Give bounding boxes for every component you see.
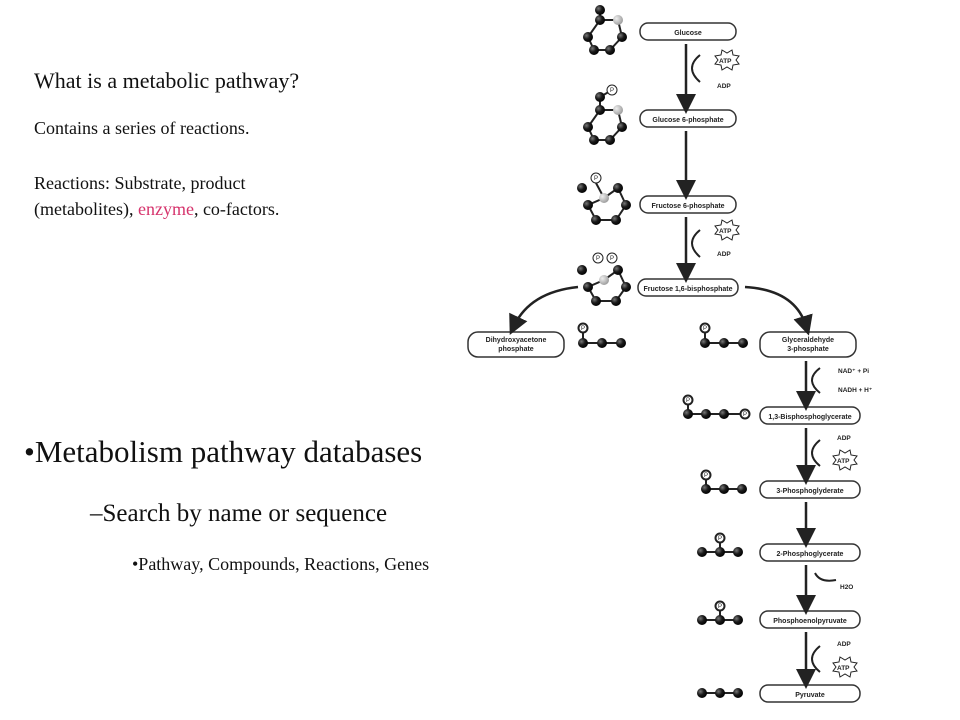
- reactions-description: Reactions: Substrate, product (metabolit…: [34, 170, 279, 222]
- atp-burst-1: [714, 49, 740, 71]
- g6p-molecule: [586, 89, 624, 141]
- databases-items: •Pathway, Compounds, Reactions, Genes: [132, 554, 430, 574]
- databases-subpoint: –Search by name or sequence: [90, 500, 388, 527]
- databases-heading: •Metabolism pathway databases: [24, 434, 423, 469]
- arrow-split-left: [509, 285, 579, 336]
- g6p-atoms: [583, 84, 627, 145]
- water-release-curve: [814, 572, 837, 582]
- phosphate-mark: P: [718, 536, 722, 542]
- glucose-box: [639, 22, 737, 41]
- adp-label: ADP: [717, 251, 731, 258]
- phosphate-mark: P: [704, 473, 708, 479]
- nad-label: NAD⁺ + Pi: [838, 368, 869, 375]
- adp-label: ADP: [837, 641, 851, 648]
- atp-consumption-curve-2: [691, 229, 701, 258]
- reactions-line-c: , co-factors.: [193, 199, 280, 219]
- pg2-label: 2-Phosphoglycerate: [777, 551, 844, 558]
- water-label: H2O: [840, 584, 853, 591]
- pg3-label: 3-Phosphoglyderate: [776, 488, 843, 495]
- glucose-atoms: [583, 5, 627, 55]
- bpg13-label: 1,3-Bisphosphoglycerate: [768, 414, 851, 421]
- phosphate-mark: P: [703, 326, 707, 332]
- phosphate-mark: P: [718, 604, 722, 610]
- pg2-molecule: [697, 532, 743, 557]
- phosphate-mark: P: [610, 88, 614, 94]
- atp-label: ATP: [837, 665, 850, 672]
- nad-reduction-curve: [811, 367, 821, 394]
- atp-burst-4: [832, 656, 858, 678]
- f6p-label: Fructose 6-phosphate: [651, 203, 724, 210]
- adp-label: ADP: [837, 435, 851, 442]
- atp-label: ATP: [719, 58, 732, 65]
- gap-box: [759, 331, 857, 358]
- phosphate-mark: P: [743, 412, 747, 418]
- atp-label: ATP: [837, 458, 850, 465]
- gap-label-line1: Glyceraldehyde: [782, 337, 834, 344]
- reactions-line-a: Reactions: Substrate, product: [34, 173, 246, 193]
- phosphate-mark: P: [594, 176, 598, 182]
- atp-generation-curve-1: [811, 439, 821, 467]
- enzyme-highlight: enzyme: [137, 199, 194, 219]
- dhap-label-line2: phosphate: [498, 346, 533, 353]
- bpg13-molecule: [682, 394, 751, 420]
- atp-burst-3: [832, 449, 858, 471]
- dhap-molecule: [577, 322, 626, 348]
- atp-burst-2: [714, 219, 740, 241]
- pyruvate-molecule: [697, 688, 743, 698]
- f16bp-label: Fructose 1,6-bisphosphate: [643, 286, 732, 293]
- dhap-label-line1: Dihydroxyacetone: [486, 337, 547, 344]
- atp-generation-curve-2: [811, 645, 821, 673]
- f6p-atoms: [577, 172, 631, 225]
- gap-molecule: [699, 322, 748, 348]
- gap-label-line2: 3-phosphate: [787, 346, 829, 353]
- pep-molecule: [697, 600, 743, 625]
- phosphate-mark: P: [610, 256, 614, 262]
- phosphate-mark: P: [581, 326, 585, 332]
- reactions-line-b: (metabolites),: [34, 199, 138, 219]
- nadh-label: NADH + H⁺: [838, 387, 872, 394]
- arrow-split-right: [744, 285, 813, 336]
- f16bp-atoms: [577, 252, 631, 306]
- g6p-label: Glucose 6-phosphate: [652, 117, 723, 124]
- pathway-definition-line: Contains a series of reactions.: [34, 118, 250, 138]
- pyruvate-label: Pyruvate: [795, 692, 825, 699]
- question-heading: What is a metabolic pathway?: [34, 68, 300, 93]
- phosphate-mark: P: [596, 256, 600, 262]
- pg3-molecule: [700, 469, 747, 494]
- glucose-label: Glucose: [674, 30, 702, 37]
- atp-consumption-curve-1: [691, 54, 701, 83]
- dhap-box: [467, 331, 565, 358]
- atp-label: ATP: [719, 228, 732, 235]
- phosphate-mark: P: [686, 398, 690, 404]
- pep-label: Phosphoenolpyruvate: [773, 618, 847, 625]
- adp-label: ADP: [717, 83, 731, 90]
- f16bp-molecule: [586, 268, 628, 302]
